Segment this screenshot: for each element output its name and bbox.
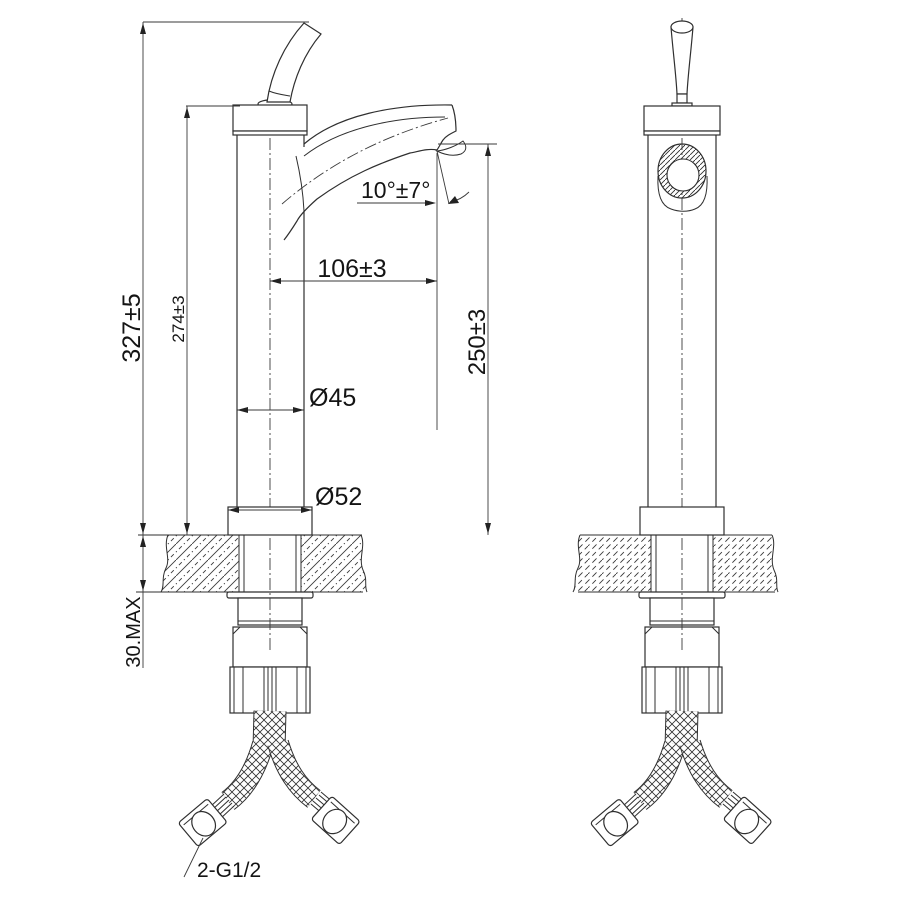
handle-lever-front — [257, 22, 322, 110]
deck-thickness-label: 30.MAX — [123, 596, 145, 667]
spout-front — [281, 104, 467, 241]
body-diameter-label: Ø45 — [309, 384, 356, 412]
countertop-section-front — [136, 534, 368, 593]
faucet-body-side — [639, 105, 725, 536]
side-view — [572, 18, 779, 847]
dim-overall-height — [140, 21, 309, 535]
thread-leader-line — [183, 837, 204, 878]
overall-height-label: 327±5 — [118, 293, 146, 362]
dim-deck-thickness — [140, 535, 146, 668]
handle-stem — [676, 93, 688, 104]
base-flange — [227, 506, 313, 536]
handle-lever-side — [670, 20, 694, 107]
cartridge-cap-side — [643, 105, 721, 132]
outlet-bore — [666, 158, 700, 192]
spout-angle-label: 10°±7° — [361, 177, 430, 203]
outlet-height-label: 250±3 — [464, 309, 491, 376]
faucet-body-front — [227, 104, 313, 536]
cartridge-cap — [232, 104, 308, 132]
front-view — [136, 22, 467, 878]
spout-centerline — [281, 117, 449, 205]
dim-body-height — [184, 105, 240, 535]
base-diameter-label: Ø52 — [315, 483, 362, 511]
countertop-section-side — [572, 534, 779, 593]
spout-reach-label: 106±3 — [317, 255, 386, 283]
dimensions: 327±5 274±3 250±3 106±3 10°±7° Ø45 Ø52 3… — [118, 21, 497, 882]
spout-outlet-side — [657, 143, 708, 212]
dim-spout-reach — [270, 153, 438, 430]
spout-aerator-tip — [435, 140, 467, 156]
dim-outlet-height — [438, 143, 497, 535]
inlet-thread-label: 2-G1/2 — [197, 859, 261, 882]
base-flange-side — [639, 506, 725, 536]
body-height-label: 274±3 — [169, 295, 188, 342]
dim-spout-angle — [357, 150, 470, 206]
dim-base-diameter — [228, 507, 312, 513]
dim-body-diameter — [237, 407, 304, 413]
